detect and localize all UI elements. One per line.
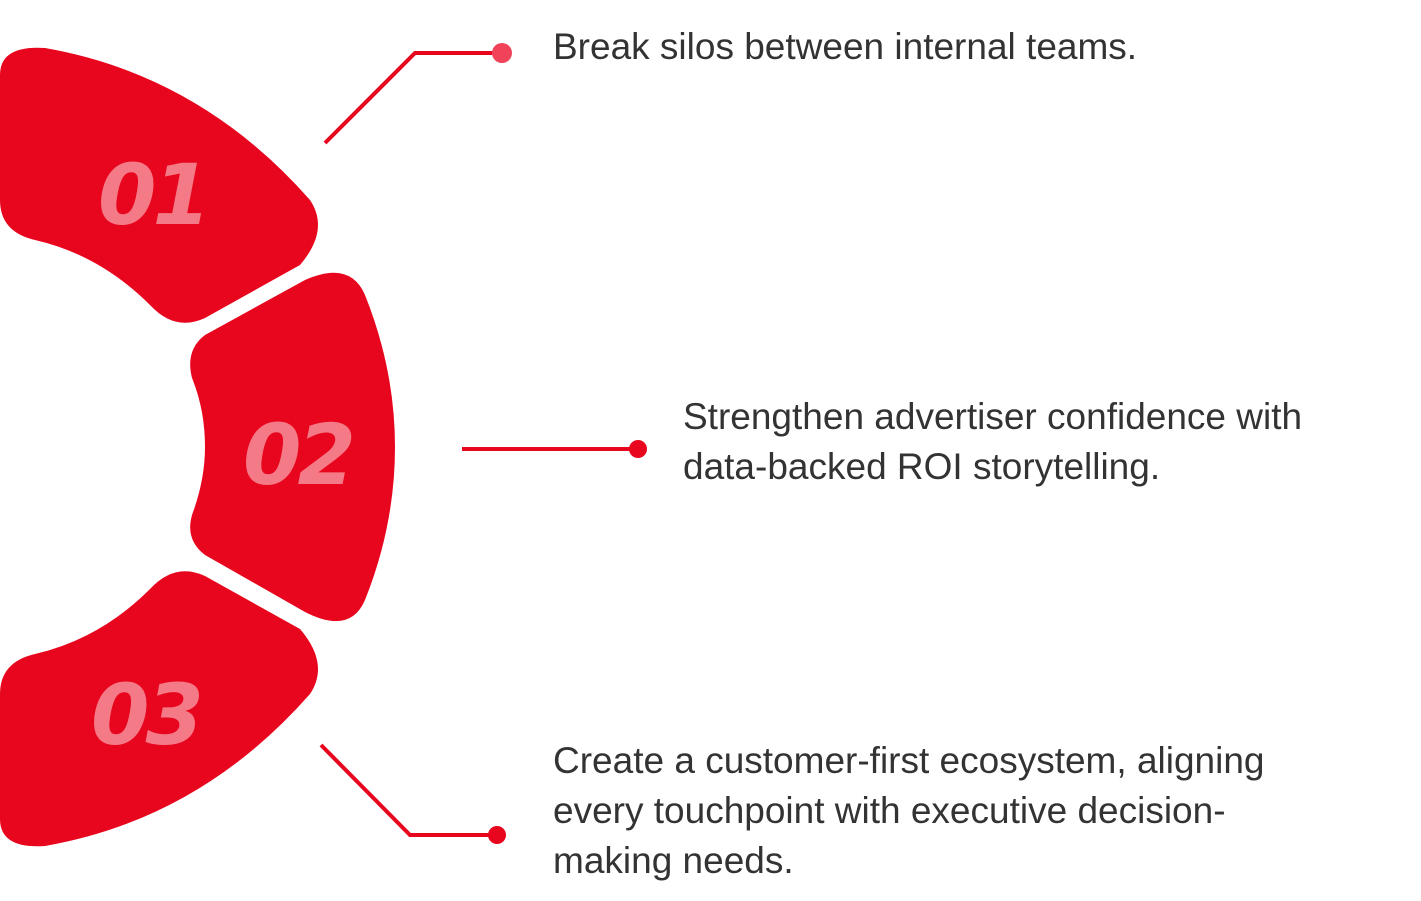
- segment-number-03: 03: [91, 666, 200, 764]
- segment-03: [0, 571, 318, 847]
- item-text-01: Break silos between internal teams.: [553, 22, 1137, 72]
- connector-dot-01: [492, 43, 512, 63]
- connector-dot-03: [488, 826, 506, 844]
- text-line: Strengthen advertiser confidence with: [683, 396, 1303, 437]
- segment-number-01: 01: [98, 146, 207, 244]
- text-line: Create a customer-first ecosystem, align…: [553, 740, 1265, 781]
- text-line: making needs.: [553, 840, 794, 881]
- text-line: Break silos between internal teams.: [553, 26, 1138, 67]
- segment-01: [0, 47, 318, 323]
- text-line: every touchpoint with executive decision…: [553, 790, 1226, 831]
- segment-02: [190, 272, 395, 622]
- segment-number-02: 02: [243, 406, 352, 504]
- connector-line-01: [323, 51, 502, 145]
- item-text-03: Create a customer-first ecosystem, align…: [553, 736, 1265, 886]
- connector-line-03: [319, 743, 497, 837]
- item-text-02: Strengthen advertiser confidence with da…: [683, 392, 1302, 492]
- text-line: data-backed ROI storytelling.: [683, 446, 1161, 487]
- connector-dot-02: [629, 440, 647, 458]
